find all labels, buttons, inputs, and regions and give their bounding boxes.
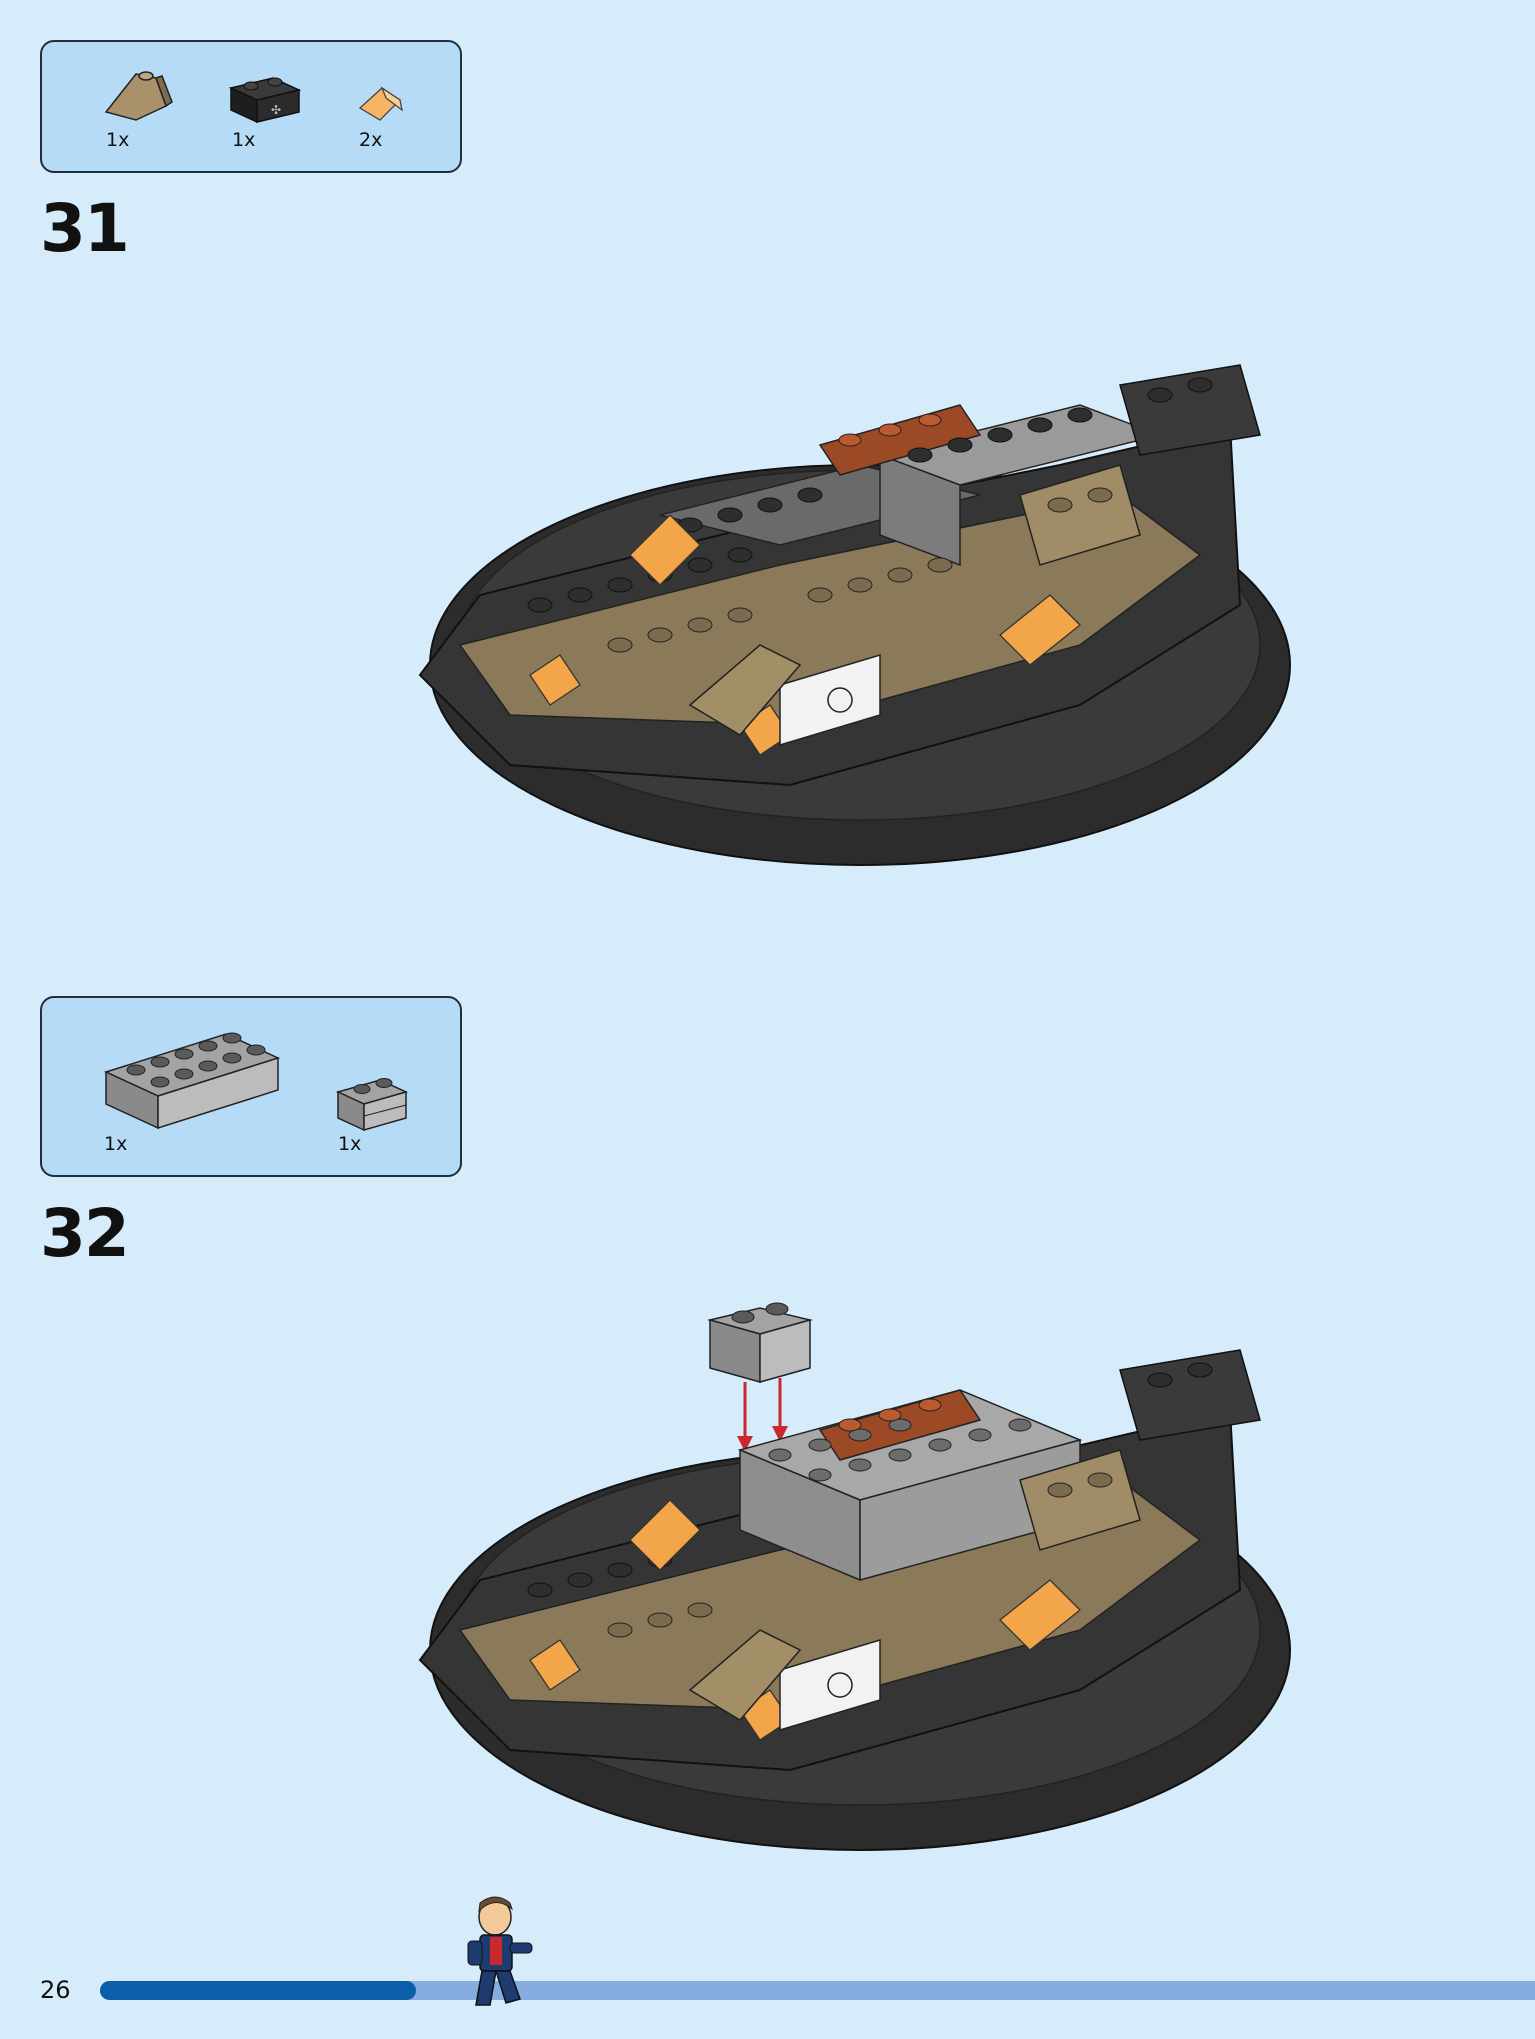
step-number: 31 — [40, 190, 130, 267]
progress-bar-fill — [100, 1981, 416, 2000]
svg-text:✣: ✣ — [271, 103, 281, 117]
assembly-model-step-32 — [360, 1290, 1300, 1905]
progress-bar — [100, 1981, 1535, 2000]
page-number: 26 — [40, 1976, 71, 2004]
parts-callout-step-31: 1x ✣ 1x 2x — [40, 40, 462, 173]
assembly-model-step-31 — [360, 345, 1300, 920]
parts-callout-step-32: 1x 1x — [40, 996, 462, 1177]
part-quantity: 1x — [106, 129, 130, 151]
step-number: 32 — [40, 1195, 130, 1272]
part-quantity: 1x — [232, 129, 256, 151]
minifigure-progress-marker-icon — [460, 1895, 540, 2020]
grey-brick-2x6-part-icon — [100, 1020, 284, 1132]
black-technic-brick-part-icon: ✣ — [227, 66, 303, 126]
part-quantity: 1x — [338, 1133, 362, 1155]
part-quantity: 2x — [359, 129, 383, 151]
part-quantity: 1x — [104, 1133, 128, 1155]
trans-orange-slope-part-icon — [356, 84, 406, 124]
tan-slope-part-icon — [100, 64, 180, 126]
grey-brick-1x2-part-icon — [334, 1070, 410, 1134]
